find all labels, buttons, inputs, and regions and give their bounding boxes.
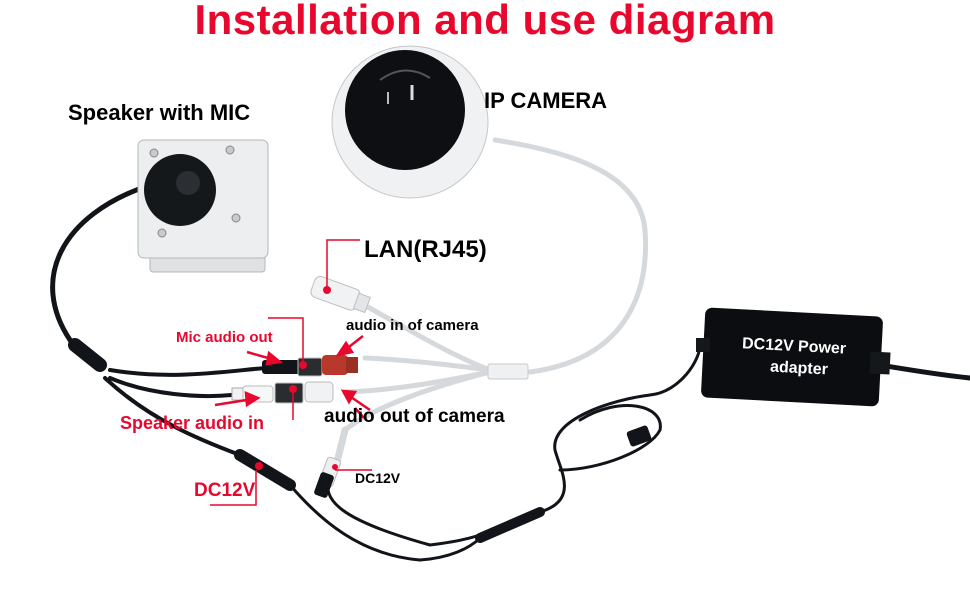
lan-callout: LAN(RJ45) — [364, 236, 487, 263]
speaker-label: Speaker with MIC — [68, 100, 251, 125]
camera-label: IP CAMERA — [484, 88, 608, 113]
dc12v-camera-callout: DC12V — [355, 470, 401, 486]
speaker-device — [137, 139, 269, 273]
power-adapter-label-line2: adapter — [769, 358, 829, 379]
power-adapter-device — [696, 307, 891, 407]
audio-out-camera-callout: audio out of camera — [324, 406, 505, 427]
dc12v-speaker-callout: DC12V — [194, 480, 256, 501]
page-title: Installation and use diagram — [194, 0, 776, 43]
audio-in-camera-callout: audio in of camera — [346, 317, 479, 334]
ip-camera-device — [331, 45, 489, 199]
mic-audio-out-callout: Mic audio out — [176, 329, 273, 346]
speaker-audio-in-callout: Speaker audio in — [120, 413, 265, 433]
